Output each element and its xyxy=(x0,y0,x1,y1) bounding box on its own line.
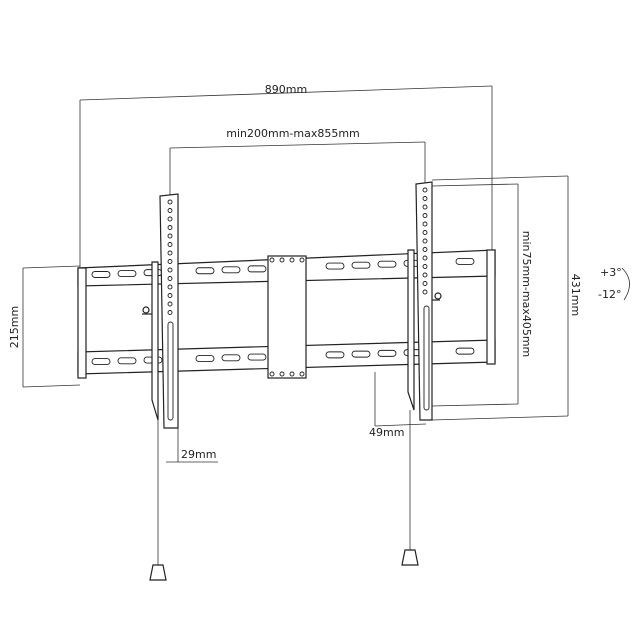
bolt-icon xyxy=(279,257,285,263)
arm-hole xyxy=(422,238,428,244)
bolt-icon xyxy=(299,257,305,263)
arm-hole xyxy=(167,199,173,205)
right-mounting-arm xyxy=(407,181,442,421)
arm-hole xyxy=(422,272,428,278)
rail-slot xyxy=(117,270,137,278)
tilt-range: +3° -12° xyxy=(598,266,630,301)
rail-slot xyxy=(91,358,111,366)
arm-hole xyxy=(167,225,173,230)
rail-slot xyxy=(221,354,241,362)
arm-hole xyxy=(422,204,428,210)
rail-slot xyxy=(195,267,215,275)
rail-slot xyxy=(325,262,345,270)
arm-hole xyxy=(422,289,428,295)
bolt-icon xyxy=(299,371,305,377)
rail-slot xyxy=(377,260,397,268)
left-mounting-arm xyxy=(142,193,179,429)
bolt-icon xyxy=(269,371,275,377)
rail-slot xyxy=(221,266,241,274)
rail-slot xyxy=(351,350,371,358)
arm-hole xyxy=(422,255,428,261)
rail-slot xyxy=(195,355,215,363)
vertical-range-label: min75mm-max405mm xyxy=(520,231,533,358)
rail-slot xyxy=(455,347,475,355)
center-plate xyxy=(267,255,307,379)
dimension-29mm: 29mm xyxy=(166,428,218,463)
arm-hole xyxy=(422,230,428,235)
rail-slot xyxy=(247,265,267,273)
rail-slot xyxy=(325,351,345,359)
rail-slot xyxy=(91,271,111,278)
arm-width-label: 29mm xyxy=(181,448,216,461)
rail-slot xyxy=(351,261,371,269)
arm-hole xyxy=(167,242,173,247)
overall-height-label: 431mm xyxy=(569,274,582,316)
right-pull-cord xyxy=(401,410,419,566)
left-rail-end xyxy=(77,267,87,379)
tilt-down-label: -12° xyxy=(598,288,621,301)
arm-hole xyxy=(422,213,428,218)
tilt-up-label: +3° xyxy=(600,266,622,279)
arm-hole xyxy=(167,250,173,256)
arm-hole xyxy=(167,267,173,273)
tilt-arc-icon xyxy=(621,267,630,301)
arm-hole xyxy=(167,284,173,290)
overall-width-label: 890mm xyxy=(265,83,307,96)
dimension-arm-spacing: min200mm-max855mm xyxy=(169,127,426,196)
rail-slot xyxy=(247,353,267,361)
wall-depth-label: 49mm xyxy=(369,426,404,439)
dimension-431mm: 431mm xyxy=(431,175,582,421)
arm-hole xyxy=(167,233,173,239)
left-pull-cord xyxy=(149,420,167,581)
dimension-890mm: 890mm xyxy=(79,83,493,268)
cord-weight-icon xyxy=(149,564,167,581)
arm-hole xyxy=(422,196,428,201)
rail-height-label: 215mm xyxy=(8,306,21,348)
right-rail-end xyxy=(486,249,496,365)
rail-slot xyxy=(455,257,475,265)
bolt-icon xyxy=(269,257,275,263)
dimension-49mm: 49mm xyxy=(369,372,427,439)
arm-hole xyxy=(167,276,173,281)
arm-hole xyxy=(422,221,428,227)
arm-hole xyxy=(167,301,173,307)
rail-slot xyxy=(377,349,397,357)
bolt-icon xyxy=(279,371,285,377)
arm-hole xyxy=(167,216,173,222)
arm-hole xyxy=(422,281,428,286)
arm-hole xyxy=(422,247,428,252)
dimension-vertical-range: min75mm-max405mm xyxy=(431,183,533,407)
arm-hole xyxy=(167,293,173,298)
arm-spacing-label: min200mm-max855mm xyxy=(226,127,360,140)
cord-weight-icon xyxy=(401,549,419,566)
dimension-215mm: 215mm xyxy=(8,265,81,388)
arm-hole xyxy=(167,208,173,213)
arm-hole xyxy=(167,310,173,315)
arm-hole xyxy=(167,259,173,264)
arm-hole xyxy=(422,187,428,193)
arm-hole xyxy=(422,264,428,269)
bolt-icon xyxy=(289,257,295,263)
bolt-icon xyxy=(289,371,295,377)
rail-slot xyxy=(117,357,137,365)
